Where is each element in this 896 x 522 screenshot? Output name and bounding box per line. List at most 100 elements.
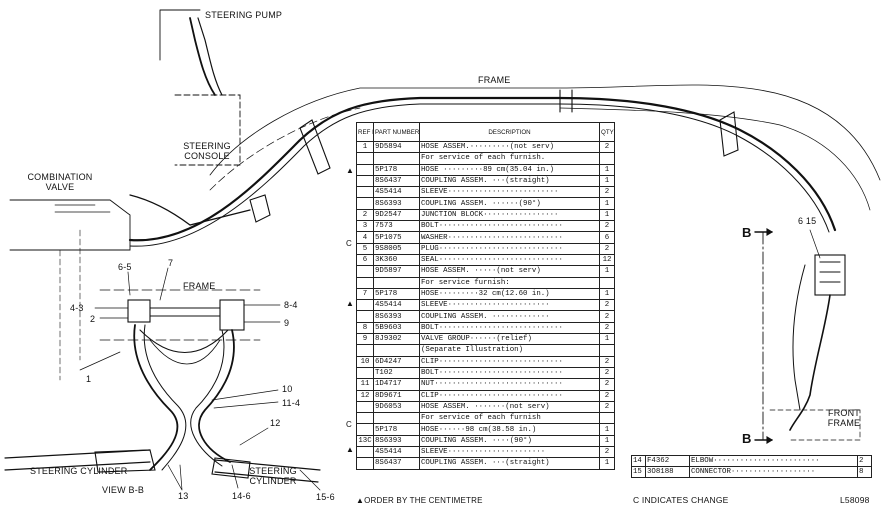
ref-cell: 4 [356,231,374,244]
description-cell: For service of each furnish. [419,152,600,165]
description-cell: COUPLING ASSEM. ······(90°) [419,197,600,210]
part-number-cell: 4S5414 [373,186,420,199]
callout-9: 9 [284,318,290,328]
part-number-cell: 7573 [373,220,420,233]
description-cell: COUPLING ASSEM. ····(90°) [419,434,600,448]
ref-header: REF NO [356,122,374,142]
part-number-cell [373,152,420,165]
junction-block [127,299,151,323]
part-number-cell: 9D5894 [373,140,420,154]
description-cell: CLIP···························· [419,389,600,402]
change-mark: ▲ [346,444,354,454]
frame-mid [99,289,261,341]
part-header: PART NUMBER [373,122,420,142]
qty-cell: 8 [857,466,872,478]
steering-cylinder-right-label: STEERING CYLINDER [236,466,310,486]
part-number-cell: F4362 [645,455,690,467]
qty-cell [599,152,615,165]
part-number-cell: 5P1075 [373,231,420,244]
qty-cell: 2 [599,355,615,368]
callout-4-3: 4-3 [70,303,84,313]
part-number-cell: 5P178 [373,423,420,436]
part-number-cell: 4S5414 [373,299,420,312]
steering-console-label-line2: CONSOLE [184,151,230,161]
callout-15-6: 15-6 [316,492,335,502]
change-mark: C [346,420,352,430]
steering-console-label-line1: STEERING [183,141,231,151]
table-row: For service of each furnish. [356,152,615,165]
description-cell: NUT····························· [419,378,600,391]
description-cell: HOSE ASSEM. ·······(not serv) [419,400,600,414]
frame-clip [299,119,331,175]
ref-cell: 9 [356,333,374,346]
part-number-cell: 9D6053 [373,400,420,414]
callout-2: 2 [90,314,96,324]
part-number-cell: 6D4247 [373,355,420,368]
callout-6-5: 6-5 [118,262,132,272]
combination-valve-label-line2: VALVE [45,182,75,192]
description-cell: SLEEVE······················ [419,446,600,459]
qty-cell [599,344,615,357]
description-cell: HOSE·········32 cm(12.60 in.) [419,287,600,301]
ref-cell: 13C [356,434,374,448]
qty-cell: 1 [599,174,615,188]
parts-table: REF NO PART NUMBER DESCRIPTION QTY 19D58… [356,122,615,470]
qty-cell [599,276,615,289]
frame-top-label: FRAME [478,75,511,85]
relief-valve [219,299,245,331]
right-cylinder [214,459,321,483]
frame-outline-inner [209,107,361,191]
table-row: 5P178 HOSE······98 cm(38.58 in.)1 [356,423,615,436]
qty-cell: 2 [599,400,615,414]
description-cell: HOSE ASSEM. ·····(not serv) [419,265,600,278]
view-bb-label: VIEW B-B [102,485,145,495]
part-number-cell: 8S6393 [373,197,420,210]
ref-cell [356,186,374,199]
ref-cell: 11 [356,378,374,391]
qty-cell: 2 [599,242,615,255]
qty-cell: 2 [599,446,615,459]
ref-cell [356,412,374,425]
callout-13: 13 [178,491,189,501]
qty-cell: 1 [599,423,615,436]
description-cell: BOLT···························· [419,321,600,335]
section-b-bottom-label: B [742,431,752,446]
table-row: 8S6393 COUPLING ASSEM. ······(90°)1 [356,197,615,210]
qty-cell: 1 [599,163,615,176]
ref-cell [356,152,374,165]
ref-cell: 5 [356,242,374,255]
qty-cell: 2 [599,321,615,335]
qty-cell: 2 [599,186,615,199]
combination-valve-body [9,199,131,251]
front-frame-label-line2: FRAME [827,418,861,428]
qty-cell: 2 [599,299,615,312]
qty-cell: 1 [599,265,615,278]
steering-console [174,94,241,166]
description-cell: JUNCTION BLOCK················· [419,208,600,222]
description-cell: For service of each furnish [419,412,600,425]
description-cell: HOSE ·········89 cm(35.04 in.) [419,163,600,176]
ref-cell [356,400,374,414]
drawing-number: L58098 [840,495,870,505]
description-cell: COUPLING ASSEM. ············· [419,310,600,323]
steering-cylinder-left-label: STEERING CYLINDER [30,466,128,476]
table-row: 8S6437 COUPLING ASSEM. ···(straight)1 [356,174,615,188]
table-row: 4S5414 SLEEVE·······················2 [356,299,615,312]
part-number-cell: 8S6437 [373,457,420,470]
callout-14-6: 14-6 [232,491,251,501]
change-note: C INDICATES CHANGE [633,495,729,505]
qty-header: QTY [599,122,615,142]
description-cell: (Separate Illustration) [419,344,600,357]
qty-cell: 2 [599,389,615,402]
description-cell: HOSE······98 cm(38.58 in.) [419,423,600,436]
ref-cell: 10 [356,355,374,368]
